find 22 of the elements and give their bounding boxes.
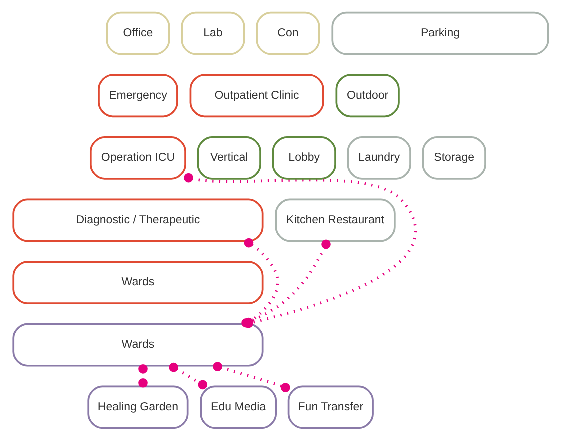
node-box: Office (106, 12, 170, 56)
node-box: Con (256, 12, 320, 56)
node-box: Outpatient Clinic (190, 74, 324, 118)
node-box: Storage (422, 136, 486, 180)
node-box: Wards (12, 261, 264, 304)
node-box: Diagnostic / Therapeutic (12, 198, 264, 242)
connector (169, 362, 208, 390)
node-box: Parking (332, 12, 550, 56)
node-box: Kitchen Restaurant (275, 198, 396, 242)
node-box: Wards (12, 323, 264, 367)
node-box: Laundry (347, 136, 412, 180)
node-box: Lobby (272, 136, 336, 180)
node-box: Healing Garden (88, 386, 189, 430)
node-box: Lab (181, 12, 246, 56)
node-box: Emergency (98, 74, 178, 118)
node-box: Edu Media (200, 386, 278, 430)
connector (213, 362, 290, 392)
node-box: Operation ICU (90, 136, 186, 180)
node-box: Vertical (197, 136, 262, 180)
node-box: Outdoor (336, 74, 400, 118)
node-box: Fun Transfer (288, 386, 374, 430)
connector (138, 364, 148, 388)
